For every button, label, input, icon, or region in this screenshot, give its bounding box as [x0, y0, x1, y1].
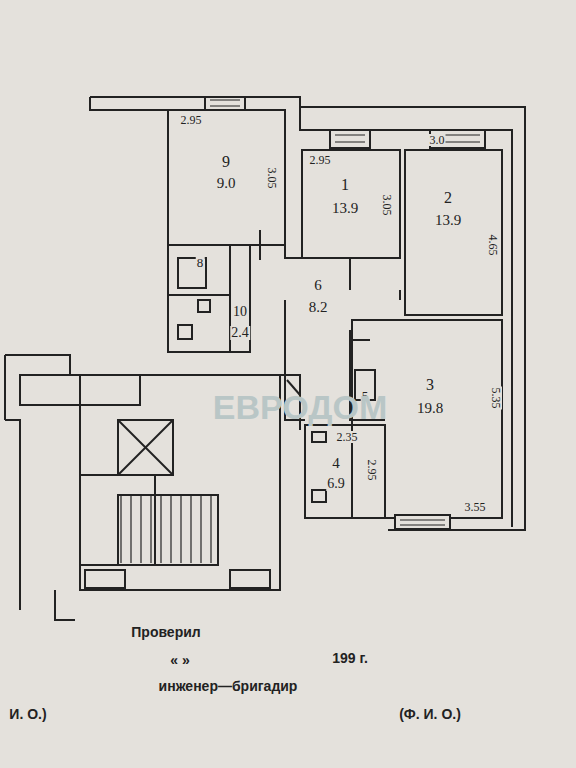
room-number: 10 — [232, 305, 248, 319]
room-number: 6 — [313, 278, 323, 293]
dimension: 2.35 — [336, 431, 359, 443]
stamp-text: 199 г. — [332, 651, 368, 665]
room-area: 9.0 — [216, 176, 237, 191]
stamp-text: « » — [170, 653, 189, 667]
stamp-text: инженер—бригадир — [159, 679, 298, 693]
dimension: 2.95 — [309, 154, 332, 166]
room-area: 8.2 — [308, 300, 329, 315]
room-number: 4 — [331, 456, 341, 471]
stamp-text: И. О.) — [9, 707, 46, 721]
room-number: 8 — [196, 256, 205, 269]
room-number: 2 — [443, 190, 453, 206]
dimension: 2.95 — [366, 459, 378, 482]
watermark: ЕВРОДОМ — [213, 390, 387, 424]
dimension: 2.95 — [180, 114, 203, 126]
dimension: 3.0 — [429, 134, 446, 146]
stamp-text: (Ф. И. О.) — [399, 707, 461, 721]
dimension: 3.05 — [266, 167, 278, 190]
room-area: 13.9 — [331, 201, 359, 216]
dimension: 5.35 — [490, 387, 502, 410]
dimension: 4.65 — [487, 234, 499, 257]
room-area: 13.9 — [434, 213, 462, 228]
room-number: 3 — [425, 377, 435, 393]
dimension: 3.05 — [381, 194, 393, 217]
stamp-text: Проверил — [131, 625, 200, 639]
room-number: 1 — [340, 177, 350, 193]
room-area: 6.9 — [326, 477, 346, 491]
room-number: 9 — [221, 154, 231, 170]
dimension: 3.55 — [464, 501, 487, 513]
room-area: 2.4 — [230, 326, 250, 340]
room-area: 19.8 — [416, 401, 444, 416]
